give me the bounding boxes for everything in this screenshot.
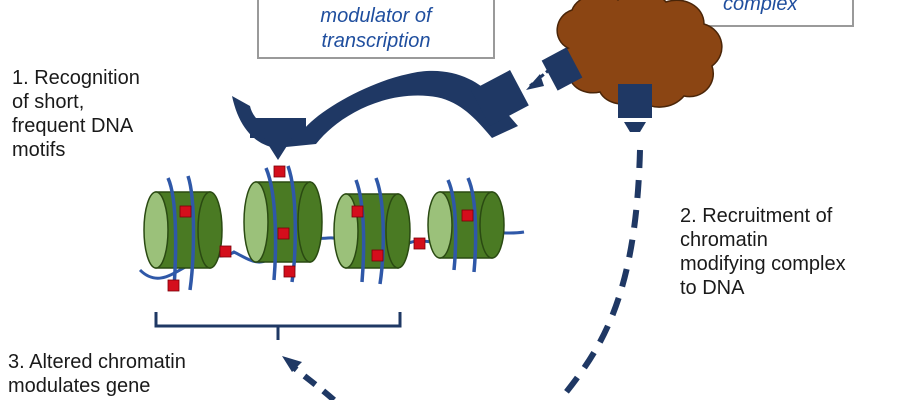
chromatin-bracket [154,312,402,340]
modulator-label: modulator of transcription [258,4,494,54]
recruitment-arc [557,149,643,400]
nucleosome-3 [333,177,411,285]
step-2-label: 2. Recruitment of chromatin modifying co… [680,204,846,300]
modulator-line-1: modulator of [320,5,432,27]
feedback-arc [290,363,336,400]
transcription-factor-head [471,70,529,126]
complex-box [682,0,854,27]
step-2-line: 2. Recruitment of [680,205,833,227]
dna-motif [277,227,290,240]
step-1-label: 1. Recognition of short, frequent DNA mo… [12,66,140,162]
step-3-line: 3. Altered chromatin [8,351,186,373]
nucleosome-1 [143,175,223,291]
complex-connector [541,47,583,91]
feedback-arrowhead [282,356,302,372]
transcription-factor-pointer [250,118,306,160]
dna-motif [179,205,192,218]
complex-label: complex [683,0,853,17]
nucleosome-2 [243,165,323,283]
step-3-line: modulates gene [8,375,151,397]
step-2-line: chromatin [680,229,768,251]
modulator-box [257,0,495,59]
dna-motif [351,205,364,218]
transcription-factor-arm [232,70,518,148]
dna-motif [283,265,296,278]
complex-down-arrow [624,122,646,132]
step-1-line: of short, [12,91,85,113]
dna-motifs [167,165,474,292]
chromatin-modifying-complex [556,0,723,108]
dna-motif [371,249,384,262]
complex-bottom-block [618,84,652,118]
step-1-line: frequent DNA [12,115,134,137]
step-1-line: motifs [12,139,66,161]
dna-motif [461,209,474,222]
step-2-line: modifying complex [680,253,846,275]
step-1-line: 1. Recognition [12,67,140,89]
step-3-label: 3. Altered chromatin modulates gene [8,350,186,398]
nucleosome-4 [427,177,505,273]
complex-text: complex [723,0,798,15]
dna-motif [273,165,286,178]
dna-motif [219,245,232,258]
dna-motif [167,279,180,292]
dna-motif [413,237,426,250]
step-2-line: to DNA [680,277,745,299]
modulator-line-2: transcription [321,30,431,52]
